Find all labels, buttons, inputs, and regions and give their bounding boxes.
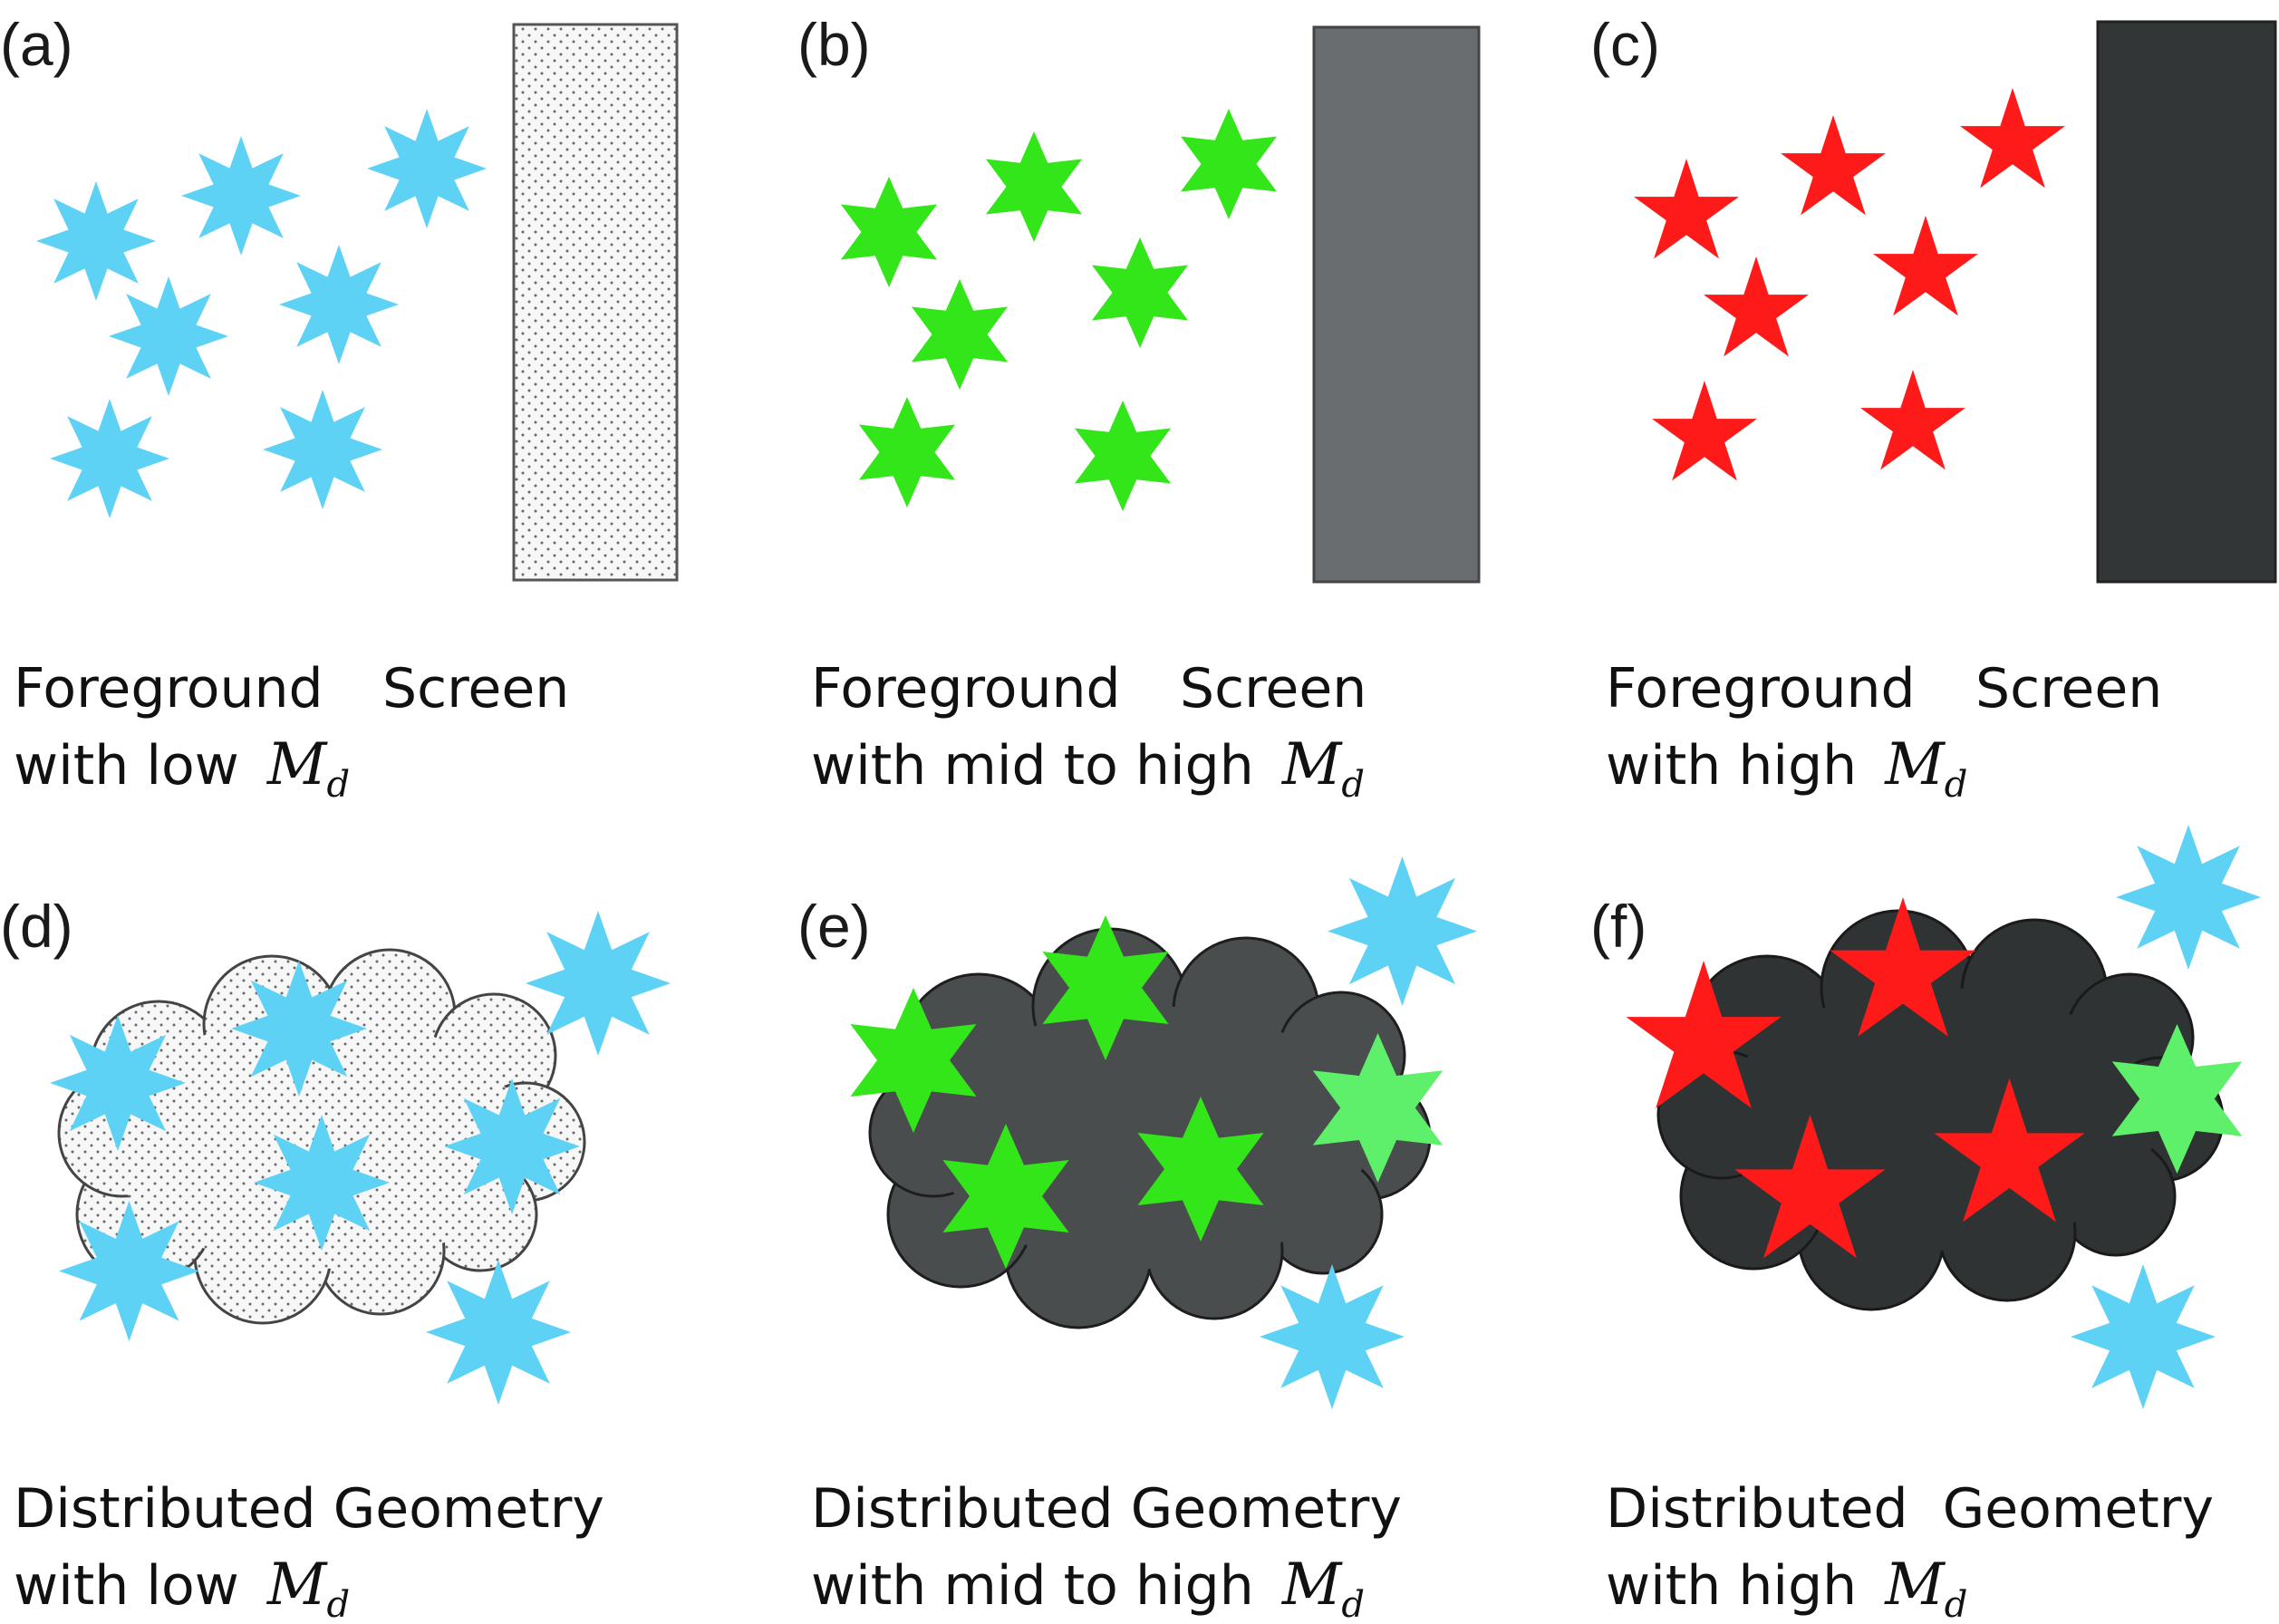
star-icon (1180, 109, 1278, 219)
mid-md-emitters (840, 109, 1278, 511)
caption-b-line2: with mid to high Md (811, 731, 1365, 806)
star-icon (1091, 237, 1189, 348)
md-subscript: d (1945, 764, 1968, 806)
panel-b: (b) Foreground Screen with mid to high M… (797, 11, 1481, 806)
caption-a-word1: Foreground (14, 657, 324, 720)
star-icon (858, 397, 956, 508)
star-icon (1704, 256, 1809, 357)
caption-e-line1: Distributed Geometry (811, 1477, 1402, 1541)
caption-c-word2: Screen (1975, 657, 2162, 720)
star-icon (1074, 401, 1172, 511)
star-icon (1873, 216, 1978, 316)
caption-e-prefix: with mid to high (811, 1554, 1254, 1618)
md-symbol: M (266, 1552, 328, 1619)
md-symbol: M (266, 731, 328, 798)
burst-icon (526, 911, 671, 1056)
star-icon (840, 177, 938, 287)
panel-c-label: (c) (1590, 11, 1660, 78)
burst-icon (254, 1115, 390, 1251)
burst-icon (426, 1260, 571, 1405)
caption-d-line1: Distributed Geometry (14, 1477, 604, 1541)
star-icon (1960, 88, 2065, 188)
caption-f-line1: Distributed Geometry (1606, 1477, 2214, 1541)
caption-f-prefix: with high (1606, 1554, 1857, 1618)
panel-f: (f) Distributed Geometry with high (1590, 825, 2261, 1624)
burst-icon (1260, 1264, 1405, 1409)
burst-icon (109, 276, 228, 396)
burst-icon (50, 1015, 186, 1151)
burst-icon (50, 399, 169, 518)
md-symbol: M (1281, 1552, 1343, 1619)
caption-b-prefix: with mid to high (811, 734, 1254, 798)
panel-e-label: (e) (797, 893, 871, 960)
caption-a-line1: Foreground Screen (14, 657, 569, 720)
caption-a-word2: Screen (382, 657, 569, 720)
high-md-emitters (1634, 88, 2065, 481)
low-md-emitters (36, 109, 487, 518)
caption-e-line2: with mid to high Md (811, 1552, 1365, 1624)
burst-icon (181, 136, 301, 256)
burst-icon (2071, 1264, 2216, 1409)
screen-high-md (2096, 20, 2277, 584)
panel-e: (e) Distributed Geometry with mid to hi (797, 856, 1477, 1624)
panel-f-label: (f) (1590, 893, 1646, 960)
md-subscript: d (326, 1584, 350, 1624)
burst-icon (2116, 825, 2261, 970)
caption-f-line2: with high Md (1606, 1552, 1967, 1624)
caption-b-line1: Foreground Screen (811, 657, 1366, 720)
burst-icon (263, 390, 382, 509)
burst-icon (367, 109, 487, 228)
md-subscript: d (326, 764, 350, 806)
panel-a: (a) Foreground Screen with low Md (0, 11, 679, 806)
burst-icon (444, 1078, 580, 1214)
panel-c: (c) Foreground Screen with high Md (1590, 11, 2277, 806)
md-subscript: d (1945, 1584, 1968, 1624)
star-icon (1860, 370, 1965, 470)
star-icon (1652, 381, 1757, 481)
burst-icon (59, 1201, 199, 1341)
caption-c-line2: with high Md (1606, 731, 1967, 806)
md-symbol: M (1884, 1552, 1946, 1619)
screen-low-md (512, 23, 679, 582)
md-symbol: M (1884, 731, 1946, 798)
star-icon (985, 131, 1083, 242)
md-subscript: d (1341, 764, 1365, 806)
burst-icon (279, 245, 399, 364)
star-icon (1781, 115, 1886, 216)
star-icon (1634, 159, 1739, 259)
caption-b-word2: Screen (1180, 657, 1366, 720)
md-subscript: d (1341, 1584, 1365, 1624)
panel-d-label: (d) (0, 893, 73, 960)
caption-a-line2: with low Md (14, 731, 350, 806)
panel-b-label: (b) (797, 11, 871, 78)
burst-icon (1328, 856, 1477, 1006)
md-symbol: M (1281, 731, 1343, 798)
caption-c-word1: Foreground (1606, 657, 1916, 720)
burst-icon (231, 961, 367, 1097)
burst-icon (36, 181, 156, 301)
caption-a-prefix: with low (14, 734, 239, 798)
screen-mid-md (1312, 25, 1481, 584)
caption-b-word1: Foreground (811, 657, 1121, 720)
star-icon (911, 279, 1009, 390)
caption-c-prefix: with high (1606, 734, 1857, 798)
caption-d-line2: with low Md (14, 1552, 350, 1624)
panel-d: (d) Distributed Geometry with low (0, 893, 671, 1624)
panel-a-label: (a) (0, 11, 73, 78)
caption-c-line1: Foreground Screen (1606, 657, 2162, 720)
caption-d-prefix: with low (14, 1554, 239, 1618)
